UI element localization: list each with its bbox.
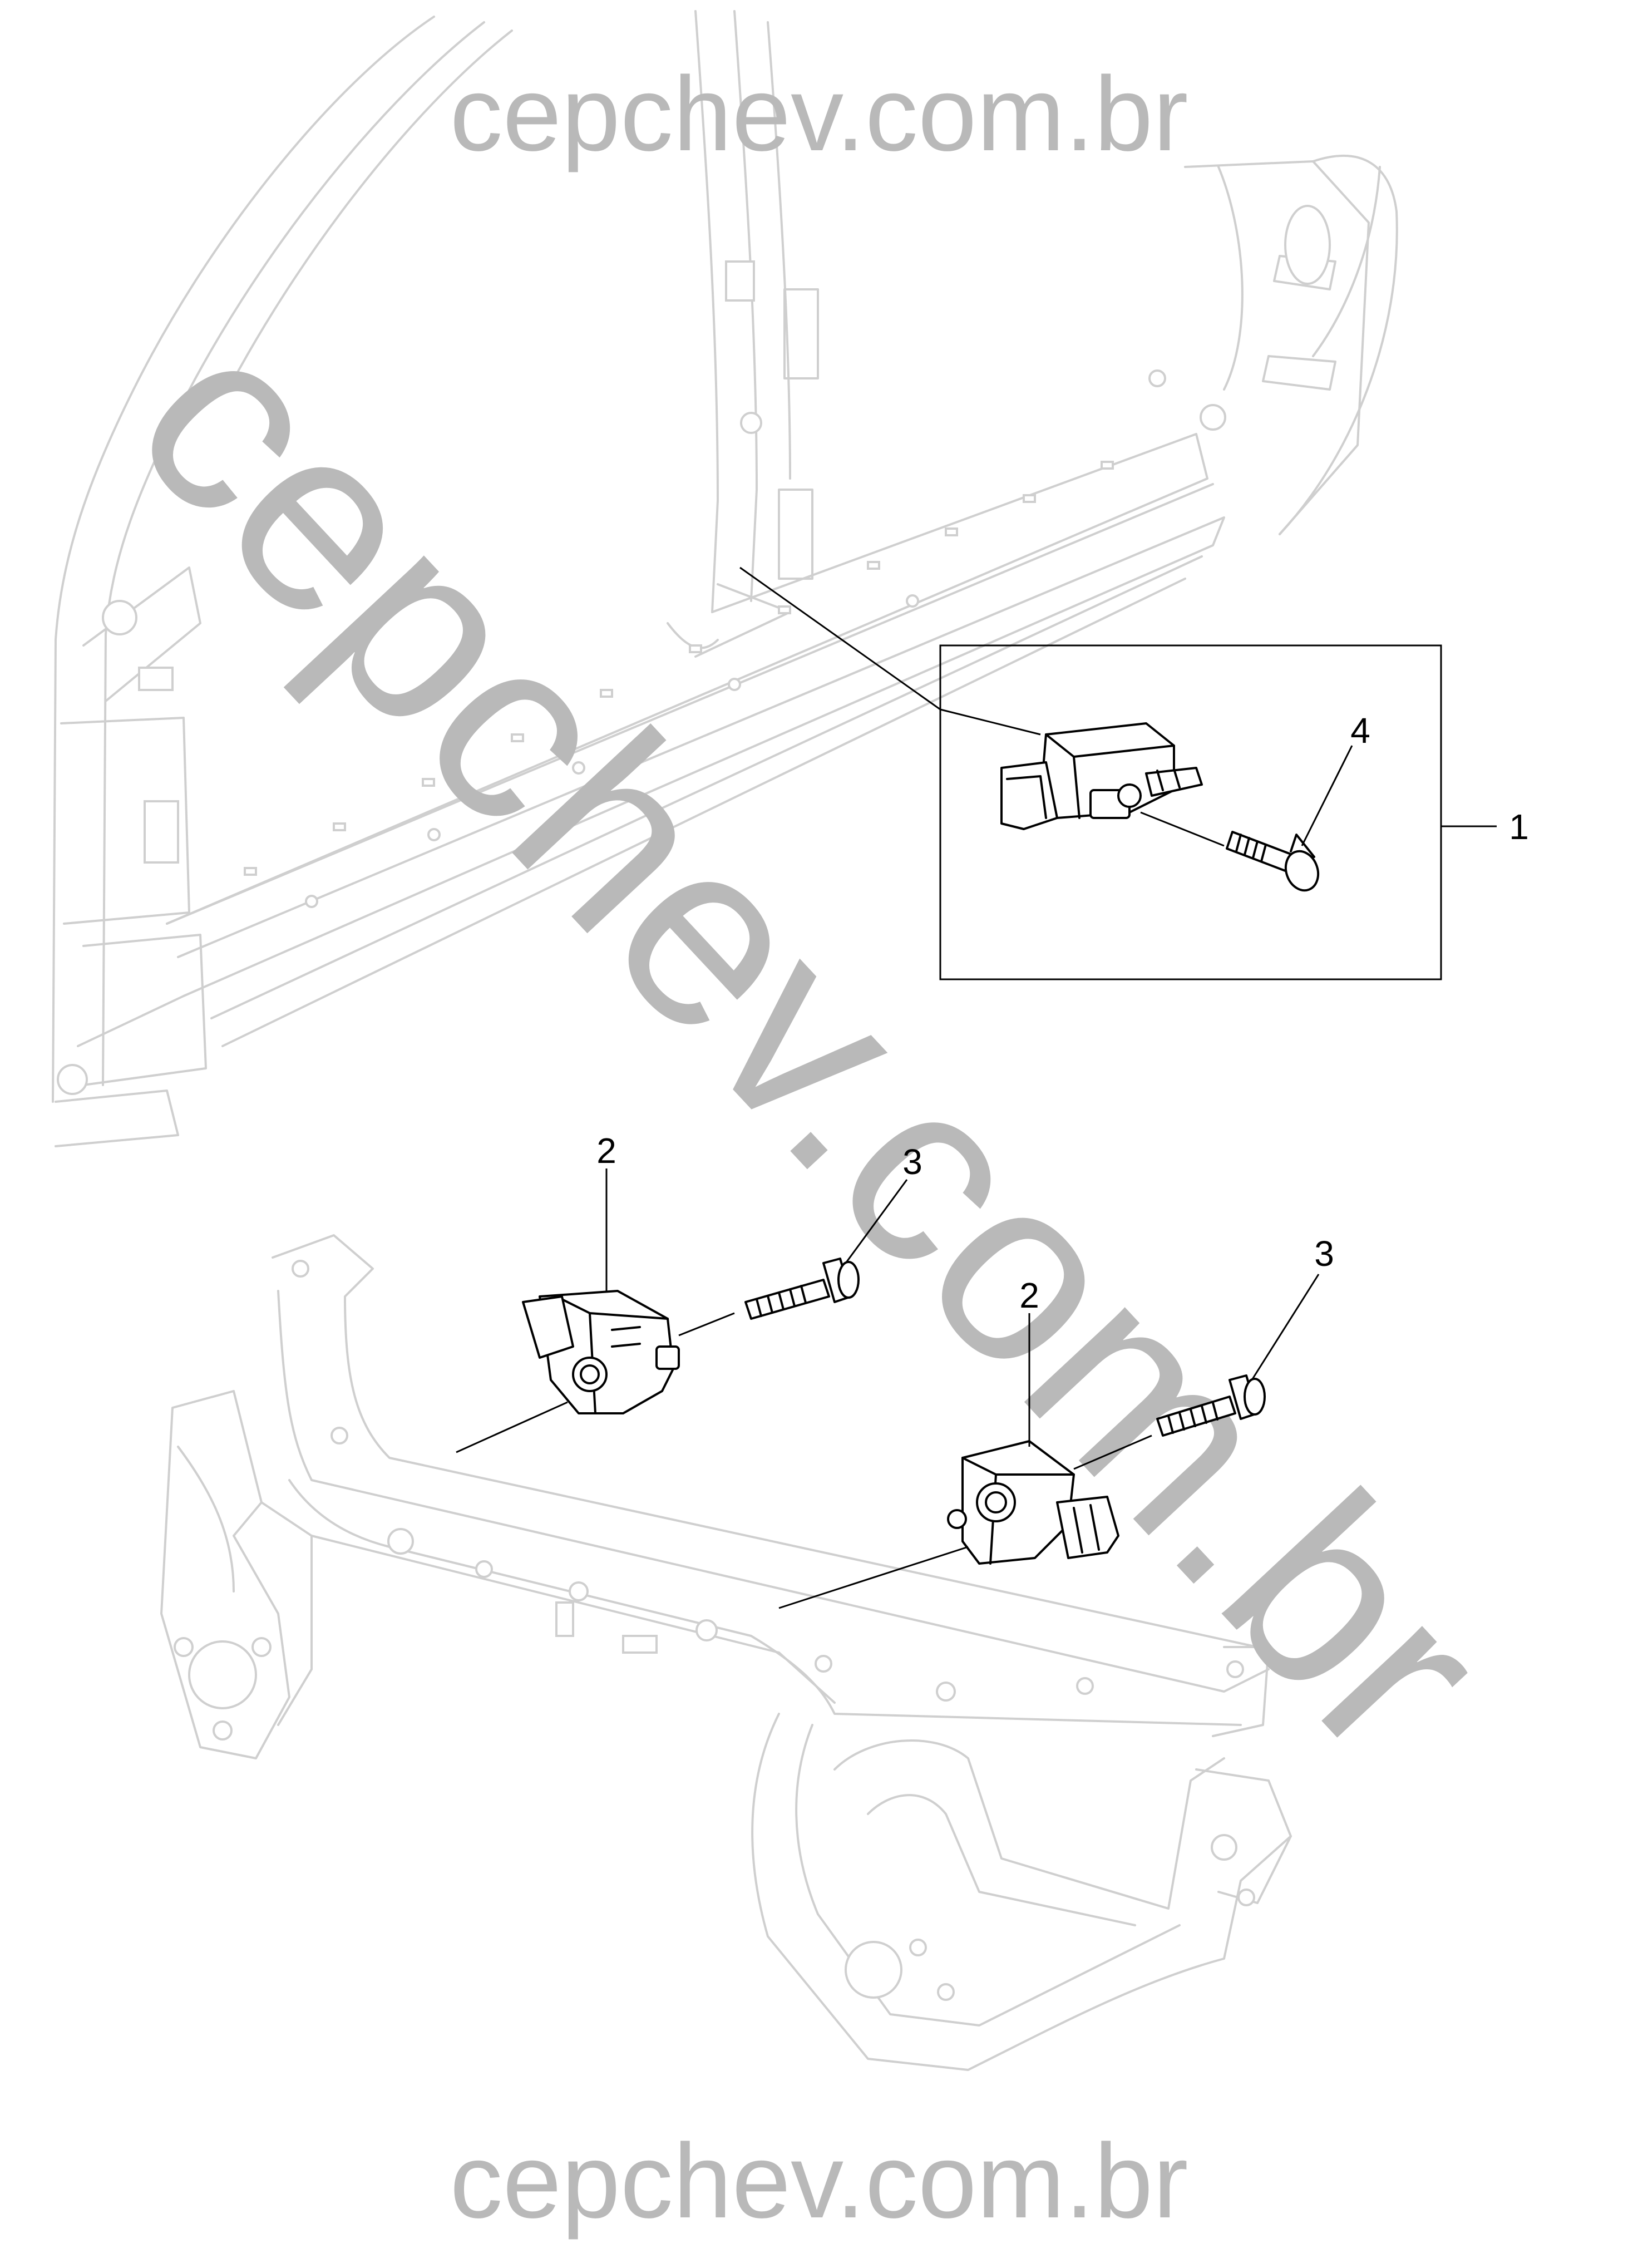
watermark-top: cepchev.com.br (450, 55, 1188, 173)
callout-2-left: 2 (596, 1131, 616, 1171)
side-body-structure (52, 10, 1398, 1147)
callout-2-right: 2 (1019, 1275, 1039, 1315)
inset-frame (939, 644, 1442, 980)
front-sensor-right-assembly: 2 3 (778, 1234, 1334, 1609)
impact-sensor-right-part-2 (947, 1440, 1119, 1565)
callout-4: 4 (1350, 711, 1370, 751)
callout-1: 1 (1509, 807, 1529, 847)
inset-assembly-box: 4 1 (739, 566, 1529, 980)
bolt-part-4 (1226, 831, 1320, 892)
bolt-left-part-3 (744, 1258, 860, 1320)
impact-sensor-left-part-2 (522, 1290, 680, 1414)
callout-3-left: 3 (902, 1142, 922, 1182)
bolt-right-part-3 (1156, 1374, 1266, 1437)
watermark-bottom: cepchev.com.br (450, 2122, 1188, 2240)
inset-leader-line (739, 566, 941, 711)
front-end-structure (160, 1234, 1292, 2071)
front-sensor-left-assembly: 2 3 (456, 1131, 922, 1453)
callout-3-right: 3 (1314, 1234, 1334, 1274)
sensor-module-part-1 (1000, 722, 1203, 830)
